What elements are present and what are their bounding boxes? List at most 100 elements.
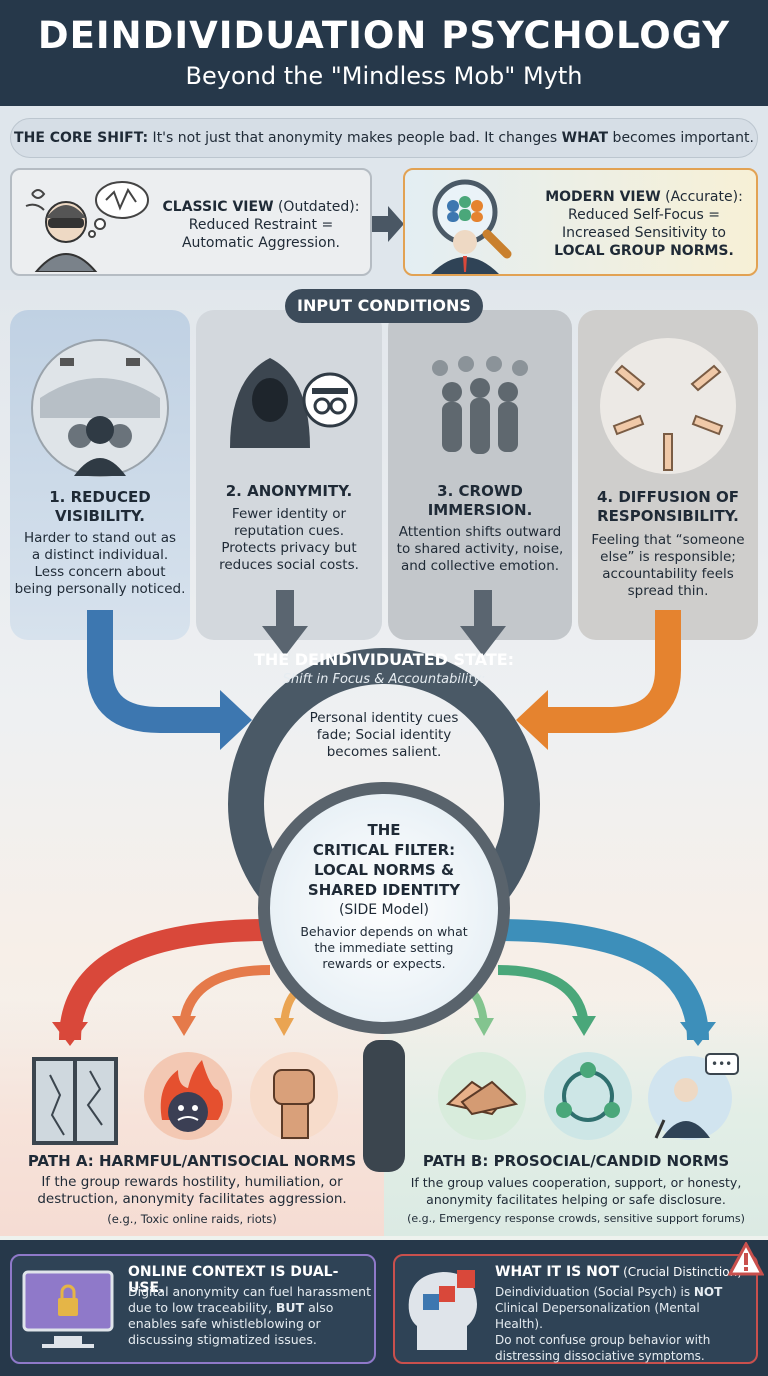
filter-title-line: LOCAL NORMS &	[313, 861, 455, 879]
condition-1-title: 1. REDUCED VISIBILITY.	[20, 488, 180, 526]
classic-view-box: CLASSIC VIEW (Outdated): Reduced Restrai…	[10, 168, 372, 276]
not-desc-emphasis: NOT	[693, 1285, 723, 1299]
online-title: ONLINE CONTEXT IS DUAL-USE.	[128, 1264, 339, 1296]
condition-3-desc: Attention shifts outward to shared activ…	[390, 524, 570, 575]
classic-view-line1: Reduced Restraint =	[188, 217, 334, 233]
not-desc-line: Do not confuse group behavior with	[495, 1333, 711, 1347]
raised-fist-icon	[250, 1052, 338, 1140]
condition-4-desc: Feeling that “someone else” is responsib…	[582, 532, 754, 600]
handshake-icon	[438, 1052, 526, 1140]
magnifier-group-icon	[431, 179, 512, 274]
classic-view-tag: (Outdated):	[273, 199, 360, 215]
circle-of-people-icon	[544, 1052, 632, 1140]
condition-2-desc-line: Fewer identity or	[231, 506, 347, 522]
condition-1-desc-line: being personally noticed.	[14, 581, 186, 597]
path-a-desc-line: destruction, anonymity facilitates aggre…	[37, 1191, 347, 1207]
classic-view-text: CLASSIC VIEW (Outdated): Reduced Restrai…	[158, 198, 364, 252]
online-desc: Digital anonymity can fuel harassment du…	[128, 1284, 372, 1348]
online-desc-part: also	[304, 1300, 334, 1315]
not-desc-part: Deindividuation (Social Psych) is	[495, 1285, 694, 1299]
condition-1-desc: Harder to stand out as a distinct indivi…	[12, 530, 188, 598]
path-a-desc: If the group rewards hostility, humiliat…	[0, 1174, 384, 1208]
condition-1-desc-line: Harder to stand out as	[23, 530, 177, 546]
filter-desc: Behavior depends on what the immediate s…	[278, 924, 490, 972]
classic-view-label: CLASSIC VIEW	[162, 199, 274, 215]
condition-4-title-line1: 4. DIFFUSION OF	[597, 488, 739, 506]
path-a-title: PATH A: HARMFUL/ANTISOCIAL NORMS	[27, 1152, 357, 1170]
online-desc-part: due to low traceability,	[128, 1300, 276, 1315]
online-context-box: ONLINE CONTEXT IS DUAL-USE. Digital anon…	[10, 1254, 376, 1364]
online-desc-line: enables safe whistleblowing or	[128, 1316, 321, 1331]
path-b-desc-line: If the group values cooperation, support…	[410, 1175, 742, 1190]
pointing-hands-icon	[600, 338, 736, 474]
not-desc-line: Clinical Depersonalization (Mental Healt…	[495, 1301, 700, 1331]
right-arrow-icon	[372, 206, 404, 242]
modern-view-box: MODERN VIEW (Accurate): Reduced Self-Foc…	[403, 168, 758, 276]
core-shift-emphasis: WHAT	[561, 130, 609, 146]
modern-view-label: MODERN VIEW	[545, 189, 661, 205]
state-title: THE DEINDIVIDUATED STATE:	[253, 650, 515, 669]
not-desc-line: distressing dissociative symptoms.	[495, 1349, 705, 1363]
not-title-wrap: WHAT IT IS NOT (Crucial Distinction)	[495, 1264, 742, 1280]
condition-3-desc-line: to shared activity, noise,	[396, 541, 564, 557]
modern-view-line1: Reduced Self-Focus =	[568, 207, 720, 223]
condition-3-desc-line: Attention shifts outward	[398, 524, 562, 540]
laptop-lock-icon	[22, 1270, 114, 1348]
condition-3-title-line1: 3. CROWD	[437, 482, 523, 500]
condition-4-title: 4. DIFFUSION OF RESPONSIBILITY.	[584, 488, 752, 526]
path-a-desc-line: If the group rewards hostility, humiliat…	[41, 1174, 343, 1190]
warning-icon	[728, 1242, 764, 1276]
input-conditions-label: INPUT CONDITIONS	[285, 289, 483, 323]
state-desc-line: becomes salient.	[326, 744, 442, 760]
condition-4-desc-line: accountability feels	[602, 566, 734, 582]
modern-view-tag: (Accurate):	[660, 189, 743, 205]
condition-4-desc-line: else” is responsible;	[600, 549, 736, 565]
not-title: WHAT IT IS NOT	[495, 1264, 620, 1280]
state-subtitle: Shift in Focus & Accountability:	[282, 672, 486, 687]
what-it-is-not-box: WHAT IT IS NOT (Crucial Distinction) Dei…	[393, 1254, 758, 1364]
core-shift-text-after: becomes important.	[608, 130, 754, 146]
masked-person-icon	[25, 181, 149, 272]
condition-panel-anonymity	[196, 310, 382, 640]
magnifier-handle	[363, 1040, 405, 1172]
path-a-example: (e.g., Toxic online raids, riots)	[107, 1212, 277, 1226]
not-tag: (Crucial Distinction)	[619, 1265, 742, 1279]
filter-desc-line: Behavior depends on what	[300, 924, 468, 939]
core-shift-label: THE CORE SHIFT:	[14, 130, 149, 146]
classic-view-line2: Automatic Aggression.	[181, 235, 341, 251]
condition-2-desc: Fewer identity or reputation cues. Prote…	[200, 506, 378, 574]
modern-view-line3: LOCAL GROUP NORMS.	[554, 243, 734, 259]
filter-desc-line: the immediate setting	[314, 940, 454, 955]
filter-title-line: CRITICAL FILTER:	[312, 841, 456, 859]
path-b-title: PATH B: PROSOCIAL/CANDID NORMS	[422, 1152, 730, 1170]
not-desc: Deindividuation (Social Psych) is NOT Cl…	[495, 1284, 751, 1364]
state-desc-line: fade; Social identity	[316, 727, 452, 743]
stadium-crowd-icon	[31, 339, 169, 477]
angry-flame-icon	[144, 1052, 232, 1140]
condition-1-title-line2: VISIBILITY.	[54, 507, 146, 525]
state-desc-line: Personal identity cues	[309, 710, 459, 726]
condition-1-title-line1: 1. REDUCED	[49, 488, 151, 506]
svg-text:•••: •••	[711, 1057, 732, 1071]
condition-2-desc-line: Protects privacy but	[221, 540, 357, 556]
flow-arrows	[87, 590, 681, 750]
core-shift-banner: THE CORE SHIFT: It's not just that anony…	[10, 118, 758, 158]
filter-model: (SIDE Model)	[338, 902, 430, 918]
condition-3-title: 3. CROWD IMMERSION.	[396, 482, 564, 520]
path-b-desc-line: anonymity facilitates helping or safe di…	[426, 1192, 726, 1207]
modern-view-line2: Increased Sensitivity to	[562, 225, 726, 241]
page-subtitle: Beyond the "Mindless Mob" Myth	[185, 62, 583, 90]
condition-1-desc-line: a distinct individual.	[31, 547, 169, 563]
condition-4-desc-line: Feeling that “someone	[591, 532, 745, 548]
path-b-desc: If the group values cooperation, support…	[384, 1174, 768, 1208]
page-title: DEINDIVIDUATION PSYCHOLOGY	[37, 14, 731, 57]
filter-title: THE CRITICAL FILTER: LOCAL NORMS & SHARE…	[278, 820, 490, 900]
condition-4-title-line2: RESPONSIBILITY.	[597, 507, 739, 525]
condition-panel-crowd	[388, 310, 572, 640]
state-desc: Personal identity cues fade; Social iden…	[288, 710, 480, 761]
condition-1-desc-line: Less concern about	[34, 564, 166, 580]
broken-window-icon	[32, 1057, 118, 1145]
condition-2-title-line1: 2. ANONYMITY.	[225, 482, 353, 500]
condition-3-title-line2: IMMERSION.	[427, 501, 533, 519]
speaker-icon: •••	[648, 1053, 739, 1140]
